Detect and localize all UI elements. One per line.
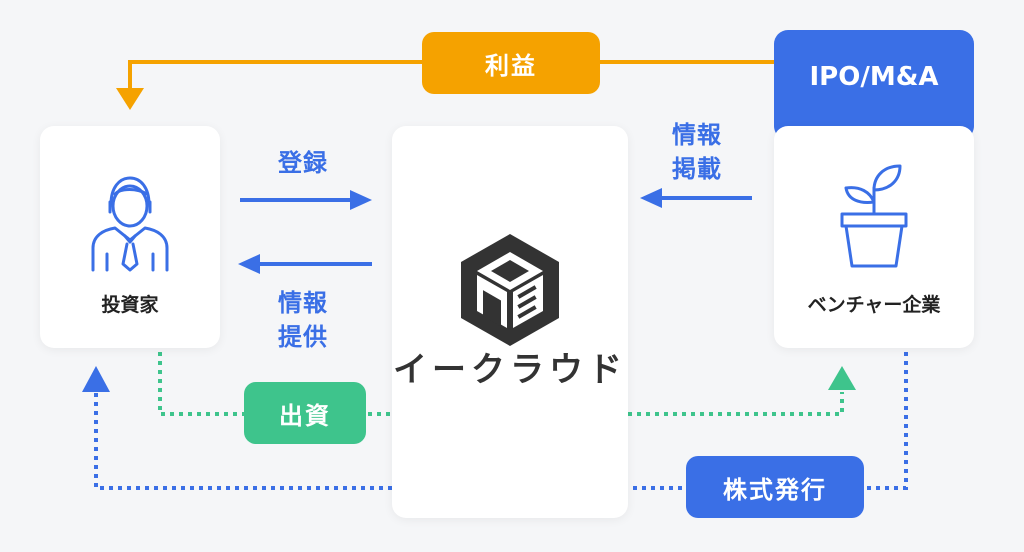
platform-card: イークラウド	[392, 126, 628, 518]
ecrowd-logo-icon	[461, 234, 559, 346]
stock-issue-line-left	[94, 392, 392, 490]
info-provide-arrowhead	[238, 254, 260, 274]
info-post-label: 情報 掲載	[672, 118, 722, 186]
stock-issue-arrowhead	[82, 366, 110, 392]
info-provide-label: 情報 提供	[278, 286, 328, 354]
venture-label: ベンチャー企業	[807, 294, 941, 316]
info-post-line-1: 情報	[672, 121, 722, 149]
investor-card: 投資家	[40, 126, 220, 348]
sprout-pot-icon	[840, 164, 908, 268]
investment-arrowhead	[828, 366, 856, 390]
register-label: 登録	[278, 149, 328, 177]
venture-card: ベンチャー企業	[774, 126, 974, 348]
stock-issue-badge: 株式発行	[686, 456, 864, 518]
info-provide-line-2: 提供	[278, 323, 328, 351]
profit-badge: 利益	[422, 32, 600, 94]
profit-arrowhead	[116, 88, 144, 110]
stock-issue-line-right	[628, 352, 908, 490]
investor-label: 投資家	[101, 294, 159, 316]
investment-badge: 出資	[244, 382, 366, 444]
info-post-line-2: 掲載	[672, 155, 722, 183]
info-post-arrowhead	[640, 188, 662, 208]
exit-label: IPO/M&A	[809, 62, 939, 92]
info-provide-line-1: 情報	[278, 289, 328, 317]
platform-name: イークラウド	[393, 350, 627, 390]
businessperson-icon	[91, 176, 169, 272]
investment-line-right	[628, 392, 844, 416]
register-arrowhead	[350, 190, 372, 210]
exit-header: IPO/M&A	[774, 30, 974, 140]
